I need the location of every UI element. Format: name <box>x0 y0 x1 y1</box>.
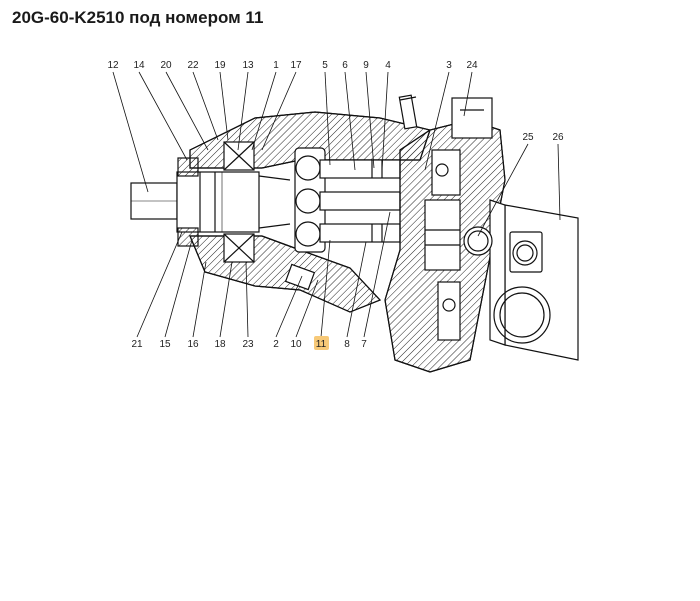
leader-lines <box>112 71 561 338</box>
callout-13[interactable]: 13 <box>242 60 254 71</box>
callout-11[interactable]: 11 <box>316 339 327 350</box>
callout-17[interactable]: 17 <box>290 60 302 71</box>
page-title: 20G-60-K2510 под номером 11 <box>12 8 264 27</box>
callouts-bottom: 21 15 16 18 23 2 10 11 8 7 <box>131 336 367 350</box>
callout-11-highlight <box>314 336 329 350</box>
callout-6[interactable]: 6 <box>342 60 348 71</box>
callout-26[interactable]: 26 <box>552 132 564 143</box>
port-housing <box>384 94 506 373</box>
callout-12[interactable]: 12 <box>107 60 119 71</box>
tapered-bearings <box>223 141 255 263</box>
callout-18[interactable]: 18 <box>214 339 226 350</box>
callout-16[interactable]: 16 <box>187 339 199 350</box>
callout-14[interactable]: 14 <box>133 60 145 71</box>
end-cover <box>463 199 579 361</box>
callout-24[interactable]: 24 <box>466 60 478 71</box>
piston-assembly <box>284 147 401 291</box>
callout-23[interactable]: 23 <box>242 339 254 350</box>
callout-10[interactable]: 10 <box>290 339 302 350</box>
motor-cross-section <box>130 94 579 373</box>
callout-25[interactable]: 25 <box>522 132 534 143</box>
output-shaft <box>130 171 291 233</box>
callout-19[interactable]: 19 <box>214 60 226 71</box>
callouts-top: 12 14 20 22 19 13 1 17 5 6 9 4 3 24 25 2… <box>107 60 564 143</box>
callout-22[interactable]: 22 <box>187 60 199 71</box>
callout-3[interactable]: 3 <box>446 60 452 71</box>
callout-15[interactable]: 15 <box>159 339 171 350</box>
callout-21[interactable]: 21 <box>131 339 143 350</box>
callout-2[interactable]: 2 <box>273 339 279 350</box>
callout-1[interactable]: 1 <box>273 60 279 71</box>
callout-9[interactable]: 9 <box>363 60 369 71</box>
callout-8[interactable]: 8 <box>344 339 350 350</box>
callout-7[interactable]: 7 <box>361 339 367 350</box>
callout-20[interactable]: 20 <box>160 60 172 71</box>
callout-4[interactable]: 4 <box>385 60 391 71</box>
callout-5[interactable]: 5 <box>322 60 328 71</box>
